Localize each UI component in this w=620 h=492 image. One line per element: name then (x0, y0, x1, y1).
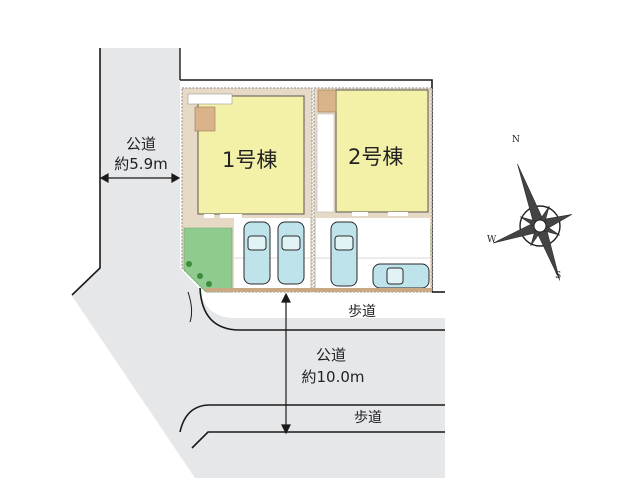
road-area (72, 48, 445, 478)
building-1-label: 1号棟 (222, 148, 278, 172)
road-edge-west (71, 48, 101, 296)
car-1 (243, 221, 271, 285)
sidewalk-south-label: 歩道 (354, 410, 382, 426)
sidewalk-north-label: 歩道 (348, 304, 376, 320)
sidewalk-south-edge-top (179, 404, 445, 433)
building-2-label: 2号棟 (348, 145, 404, 169)
sidewalk-north-edge (199, 287, 445, 331)
sidewalk-south-edge-bottom (191, 431, 445, 449)
dimension-west-road (99, 172, 181, 184)
west-road-width: 約5.9m (114, 155, 168, 173)
compass-icon (492, 163, 573, 281)
compass-south-label: S (555, 271, 562, 281)
south-road-width: 約10.0m (301, 368, 365, 386)
car-4 (372, 263, 430, 289)
west-road-name: 公道 (125, 135, 156, 153)
building-2 (335, 89, 429, 213)
compass-north-label: N (512, 135, 520, 145)
car-3 (330, 221, 358, 287)
compass-west-label: W (487, 235, 497, 245)
dimension-south-road (281, 292, 291, 435)
south-road-name: 公道 (315, 346, 346, 364)
car-2 (277, 221, 305, 285)
building-1 (197, 95, 305, 215)
